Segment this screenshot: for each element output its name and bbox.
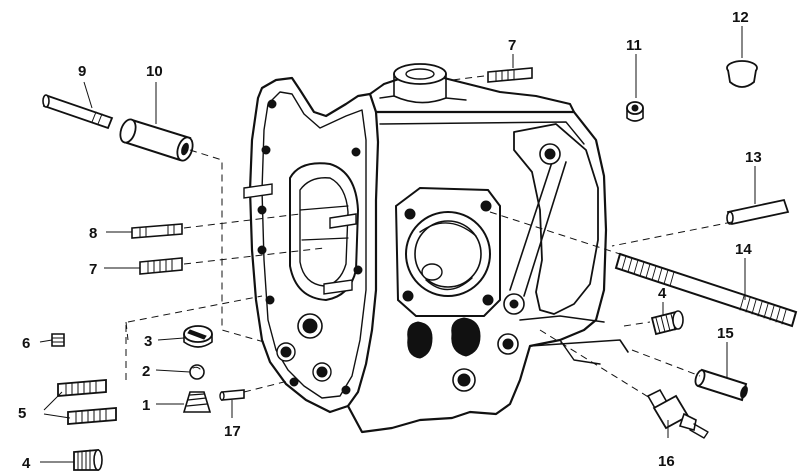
engine-housing bbox=[243, 63, 629, 434]
housing-front-rim bbox=[261, 91, 367, 399]
part-16-pressure-switch bbox=[646, 388, 709, 439]
housing-square-flange bbox=[394, 186, 501, 317]
part-6-set-screw bbox=[51, 333, 65, 347]
callout-4-right: 4 bbox=[658, 285, 667, 302]
part-11-nut bbox=[626, 101, 644, 122]
callout-5: 5 bbox=[18, 405, 26, 422]
callout-10: 10 bbox=[146, 63, 163, 80]
callout-4-left: 4 bbox=[22, 455, 31, 472]
callout-labels: 9 10 7 11 12 13 14 8 7 6 3 2 1 17 5 4 4 … bbox=[18, 9, 762, 472]
housing-top-edge bbox=[369, 71, 575, 113]
callout-11: 11 bbox=[626, 37, 642, 54]
housing-rear-bulge bbox=[513, 123, 599, 315]
housing-studs bbox=[243, 183, 357, 295]
callout-16: 16 bbox=[658, 453, 675, 470]
leader-lines bbox=[39, 26, 756, 463]
part-10-sleeve bbox=[119, 118, 194, 162]
callout-9: 9 bbox=[78, 63, 86, 80]
part-12-plug-cap bbox=[726, 60, 758, 88]
part-4-threaded-plug-right bbox=[650, 310, 684, 336]
part-3-slotted-plug bbox=[183, 325, 213, 348]
housing-rib-boss bbox=[539, 143, 561, 165]
housing-front-openings bbox=[257, 99, 363, 395]
part-17-pin bbox=[219, 389, 245, 401]
callout-14: 14 bbox=[735, 241, 752, 258]
callout-7-top: 7 bbox=[508, 37, 516, 54]
callout-6: 6 bbox=[22, 335, 30, 352]
callout-15: 15 bbox=[717, 325, 734, 342]
part-7-stud-top bbox=[487, 67, 533, 83]
part-7-stud-left bbox=[139, 257, 183, 275]
callout-1: 1 bbox=[142, 397, 150, 414]
part-5-studs bbox=[57, 379, 117, 425]
part-8-stud bbox=[131, 223, 183, 239]
callout-8: 8 bbox=[89, 225, 97, 242]
part-9-pin bbox=[42, 94, 114, 130]
part-4-threaded-plug-left bbox=[73, 449, 103, 471]
assembly-lines bbox=[125, 75, 733, 399]
part-1-spring bbox=[182, 391, 212, 413]
callout-3: 3 bbox=[144, 333, 152, 350]
part-2-ball bbox=[189, 364, 205, 380]
callout-17: 17 bbox=[224, 423, 241, 440]
part-15-bushing bbox=[694, 368, 748, 402]
part-14-long-stud bbox=[614, 252, 798, 328]
callout-2: 2 bbox=[142, 363, 150, 380]
housing-top-boss bbox=[379, 63, 467, 104]
callout-7-left: 7 bbox=[89, 261, 97, 278]
housing-lower-bores bbox=[407, 293, 525, 392]
housing-front-face bbox=[248, 76, 380, 414]
callout-12: 12 bbox=[732, 9, 749, 26]
callout-13: 13 bbox=[745, 149, 762, 166]
part-13-dowel bbox=[726, 198, 790, 226]
